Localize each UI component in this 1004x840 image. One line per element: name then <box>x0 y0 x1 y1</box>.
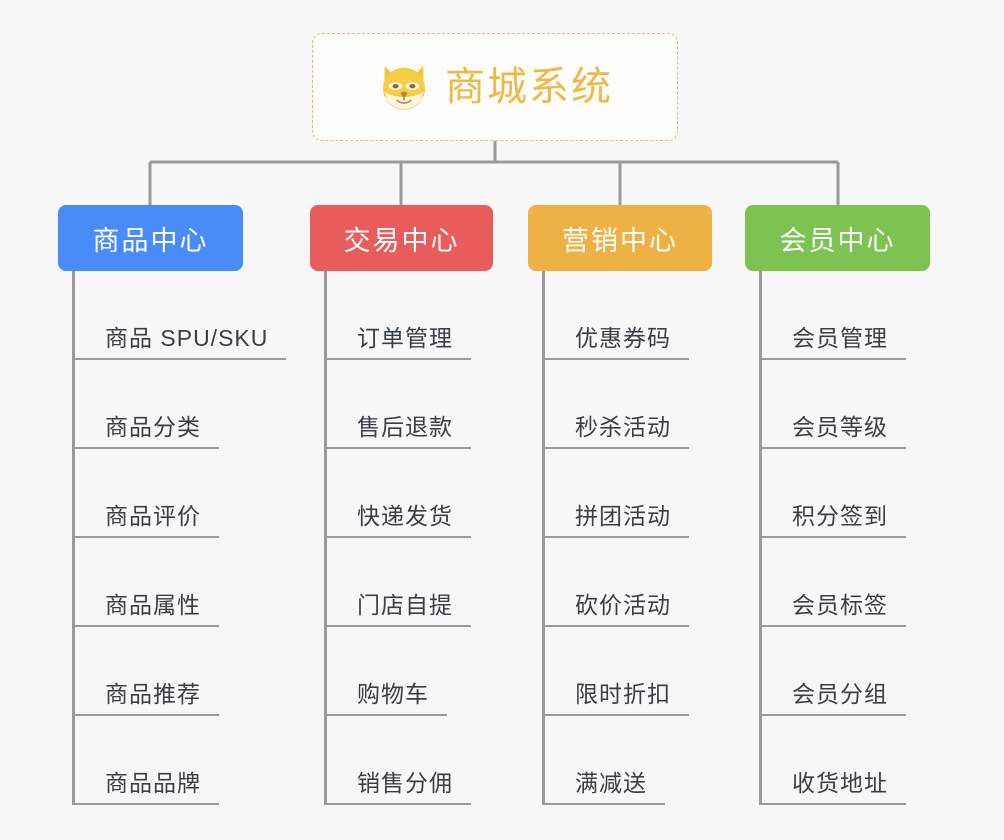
list-item[interactable]: 积分签到 <box>762 449 930 538</box>
branch-body-1: 商品 SPU/SKU 商品分类 商品评价 商品属性 商品推荐 商品品牌 <box>72 271 287 805</box>
leaf-label: 满减送 <box>545 770 665 805</box>
list-item[interactable]: 商品属性 <box>75 538 286 627</box>
shiba-dog-face-icon <box>382 65 426 110</box>
list-item[interactable]: 优惠券码 <box>545 271 712 360</box>
list-item[interactable]: 满减送 <box>545 716 712 805</box>
branch-header-label: 会员中心 <box>779 225 896 256</box>
list-item[interactable]: 售后退款 <box>327 360 493 449</box>
branch-header-label: 营销中心 <box>562 225 678 256</box>
branch-header-4[interactable]: 会员中心 <box>745 205 930 271</box>
branch-body-4: 会员管理 会员等级 积分签到 会员标签 会员分组 收货地址 <box>759 271 930 805</box>
leaf-label: 门店自提 <box>327 592 471 627</box>
leaf-label: 会员分组 <box>762 681 906 716</box>
branch-header-3[interactable]: 营销中心 <box>528 205 712 271</box>
list-item[interactable]: 商品 SPU/SKU <box>75 271 287 360</box>
branch-column-3: 营销中心 优惠券码 秒杀活动 拼团活动 砍价活动 限时折扣 满减送 <box>528 205 712 805</box>
list-item[interactable]: 会员分组 <box>762 627 930 716</box>
leaf-label: 商品 SPU/SKU <box>75 325 287 360</box>
root-title: 商城系统 <box>445 65 613 109</box>
leaf-label: 积分签到 <box>762 503 906 538</box>
leaf-label: 商品分类 <box>75 414 219 449</box>
list-item[interactable]: 秒杀活动 <box>545 360 712 449</box>
leaf-label: 秒杀活动 <box>545 414 689 449</box>
leaf-label: 快递发货 <box>327 503 471 538</box>
branch-header-label: 商品中心 <box>92 225 209 256</box>
list-item[interactable]: 限时折扣 <box>545 627 712 716</box>
branch-header-1[interactable]: 商品中心 <box>58 205 243 271</box>
leaf-label: 售后退款 <box>327 414 471 449</box>
list-item[interactable]: 购物车 <box>327 627 493 716</box>
list-item[interactable]: 商品评价 <box>75 449 286 538</box>
list-item[interactable]: 会员标签 <box>762 538 930 627</box>
leaf-label: 收货地址 <box>762 770 906 805</box>
list-item[interactable]: 订单管理 <box>327 271 493 360</box>
list-item[interactable]: 门店自提 <box>327 538 493 627</box>
leaf-label: 优惠券码 <box>545 325 689 360</box>
list-item[interactable]: 商品分类 <box>75 360 286 449</box>
list-item[interactable]: 会员管理 <box>762 271 930 360</box>
leaf-label: 会员标签 <box>762 592 906 627</box>
branch-column-1: 商品中心 商品 SPU/SKU 商品分类 商品评价 商品属性 商品推荐 商品品牌 <box>58 205 287 805</box>
list-item[interactable]: 快递发货 <box>327 449 493 538</box>
leaf-label: 商品品牌 <box>75 770 219 805</box>
leaf-label: 商品评价 <box>75 503 219 538</box>
leaf-label: 砍价活动 <box>545 592 689 627</box>
branch-body-3: 优惠券码 秒杀活动 拼团活动 砍价活动 限时折扣 满减送 <box>542 271 712 805</box>
leaf-label: 购物车 <box>327 681 447 716</box>
list-item[interactable]: 收货地址 <box>762 716 930 805</box>
list-item[interactable]: 砍价活动 <box>545 538 712 627</box>
list-item[interactable]: 会员等级 <box>762 360 930 449</box>
root-node[interactable]: 商城系统 <box>312 33 678 141</box>
leaf-label: 会员管理 <box>762 325 906 360</box>
list-item[interactable]: 销售分佣 <box>327 716 493 805</box>
leaf-label: 销售分佣 <box>327 770 471 805</box>
branch-header-2[interactable]: 交易中心 <box>310 205 493 271</box>
leaf-label: 会员等级 <box>762 414 906 449</box>
branch-header-label: 交易中心 <box>343 225 460 256</box>
list-item[interactable]: 商品品牌 <box>75 716 286 805</box>
leaf-label: 商品推荐 <box>75 681 219 716</box>
branch-column-4: 会员中心 会员管理 会员等级 积分签到 会员标签 会员分组 收货地址 <box>745 205 930 805</box>
leaf-label: 拼团活动 <box>545 503 689 538</box>
list-item[interactable]: 商品推荐 <box>75 627 286 716</box>
leaf-label: 订单管理 <box>327 325 471 360</box>
leaf-label: 商品属性 <box>75 592 219 627</box>
branch-body-2: 订单管理 售后退款 快递发货 门店自提 购物车 销售分佣 <box>324 271 493 805</box>
leaf-label: 限时折扣 <box>545 681 689 716</box>
branch-column-2: 交易中心 订单管理 售后退款 快递发货 门店自提 购物车 销售分佣 <box>310 205 493 805</box>
list-item[interactable]: 拼团活动 <box>545 449 712 538</box>
